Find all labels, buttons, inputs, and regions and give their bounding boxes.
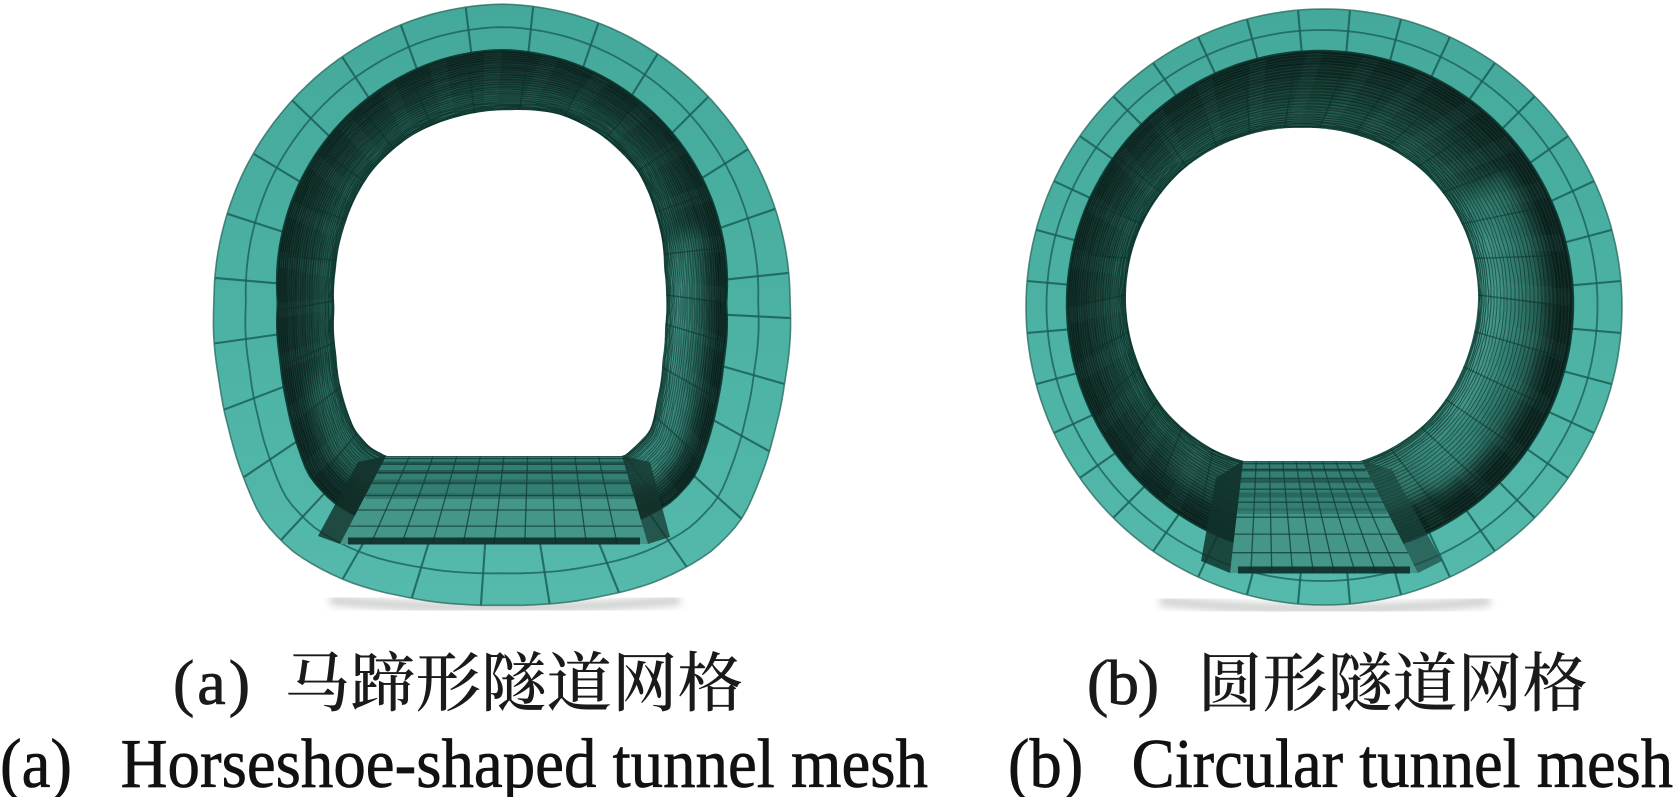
svg-text:(b) Circular tunnel mesh: (b) Circular tunnel mesh <box>1008 726 1673 797</box>
svg-text:(b): (b) <box>1087 647 1159 718</box>
svg-text:(a) Horseshoe-shaped tunnel m: (a) Horseshoe-shaped tunnel mesh <box>0 726 928 797</box>
svg-text:(a): (a) <box>173 647 250 718</box>
